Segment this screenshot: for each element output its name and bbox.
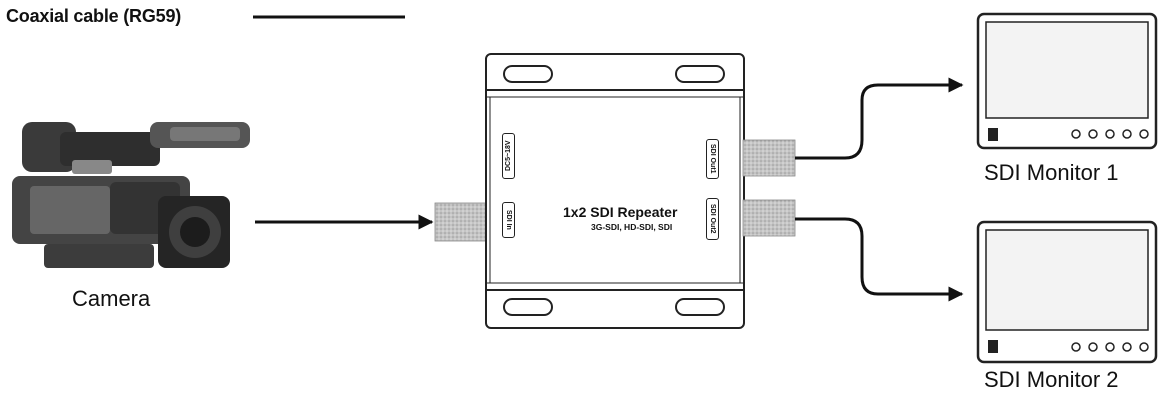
legend-cable-label: Coaxial cable (RG59) — [6, 6, 182, 26]
input-cable-jacket — [434, 202, 488, 242]
port-sdi-out2: SDI Out2 — [706, 198, 719, 240]
monitor-2-icon — [976, 220, 1158, 364]
port-dc-power: DC5~18V — [502, 133, 515, 179]
camera-label: Camera — [72, 286, 151, 311]
monitor-2-label: SDI Monitor 2 — [984, 367, 1119, 392]
output1-connection-arrow — [795, 77, 964, 160]
output1-cable-jacket — [742, 139, 796, 177]
monitor-1-icon — [976, 12, 1158, 150]
repeater-subtitle: 3G-SDI, HD-SDI, SDI — [591, 222, 673, 232]
repeater-device — [485, 53, 745, 329]
camera-icon — [12, 122, 250, 268]
repeater-title: 1x2 SDI Repeater — [563, 204, 678, 220]
output2-cable-jacket — [742, 199, 796, 237]
monitor-1-label: SDI Monitor 1 — [984, 160, 1119, 185]
port-sdi-out1: SDI Out1 — [706, 139, 719, 179]
port-sdi-in: SDI In — [502, 202, 515, 238]
output2-connection-arrow — [795, 217, 964, 302]
